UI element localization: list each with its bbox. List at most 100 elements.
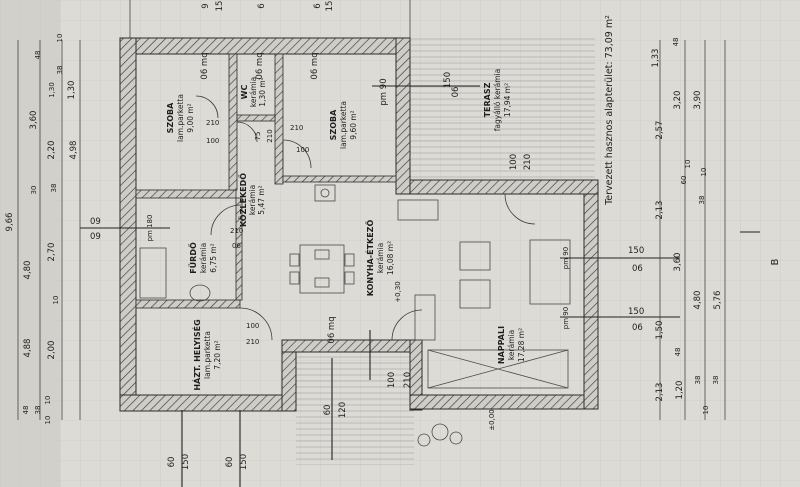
room-szoba-1: SZOBA lam.parketta 9,00 m² (166, 94, 195, 142)
opening-label: 06 mq (310, 52, 320, 79)
room-name: NAPPALI (497, 326, 506, 364)
dimension-value: 2,13 (655, 383, 665, 402)
opening-label: 210 (246, 338, 259, 346)
opening-label: pm 90 (562, 307, 570, 329)
dimension-value: 2,13 (655, 201, 665, 220)
dimension-value: 2,00 (47, 341, 57, 360)
opening-label: 06 (451, 87, 461, 98)
room-szoba-2: SZOBA lam.parketta 9,60 m² (329, 101, 358, 149)
opening-label: 100 (509, 154, 519, 170)
room-floor: kerámia (248, 185, 257, 215)
dimension-value: 4,98 (69, 141, 79, 160)
opening-label: 60 (225, 457, 235, 468)
opening-label: 100 (246, 322, 259, 330)
right-dimensions: 1,33 3,20 3,90 2,57 2,13 3,60 4,80 5,76 … (651, 38, 723, 415)
opening-label: 60 (167, 457, 177, 468)
room-terasz: TERASZ fagyálló kerámia 17,94 m² (483, 69, 512, 132)
opening-label: 150 (181, 454, 191, 470)
room-nappali: NAPPALI kerámia 17,28 m² (497, 326, 526, 364)
dimension-value: 4,80 (23, 261, 33, 280)
dimension-lines (17, 0, 726, 420)
opening-label: 100 (296, 146, 309, 154)
dimension-value: 5,76 (713, 291, 723, 310)
opening-label: pm 90 (379, 78, 389, 105)
dimension-value: 1,33 (651, 49, 661, 68)
opening-label: 210 (230, 227, 243, 235)
dimension-value: 48 (22, 406, 30, 415)
opening-label: 06 mq (255, 52, 265, 79)
opening-label: 150 (628, 246, 644, 256)
dimension-value: 38 (694, 376, 702, 385)
room-name: HÁZT. HELYISÉG (191, 319, 202, 390)
dimension-value: 3,60 (29, 111, 39, 130)
room-floor: fagyálló kerámia (493, 69, 502, 132)
opening-label: 09 (90, 217, 101, 227)
opening-label: 06 (232, 242, 241, 250)
dimension-value: 10 (684, 160, 692, 169)
dimension-value: 1,20 (675, 381, 685, 400)
dimension-value: 30 (30, 186, 38, 195)
room-area: 5,47 m² (257, 185, 266, 214)
opening-label: 210 (206, 119, 219, 127)
dimension-value: 3,90 (693, 91, 703, 110)
room-floor: lam.parketta (203, 331, 212, 379)
left-dimensions: 4,88 4,80 9,66 2,70 2,20 3,60 4,98 2,00 … (5, 34, 79, 425)
dimension-value: 15 (325, 1, 335, 12)
room-name: TERASZ (483, 82, 492, 117)
room-area: 7,20 m² (213, 340, 222, 369)
room-name: KÖZLEKEDŐ (238, 173, 248, 227)
room-labels: SZOBA lam.parketta 9,00 m² WC kerámia 1,… (166, 69, 526, 391)
exterior-walls (119, 37, 599, 412)
dimension-value: 2,57 (655, 121, 665, 140)
room-floor: lam.parketta (339, 101, 348, 149)
opening-label: 09 (90, 232, 101, 242)
section-mark: B (740, 231, 781, 265)
section-letter: B (770, 258, 781, 265)
opening-label: 210 (403, 372, 413, 388)
dimension-value: 15 (215, 1, 225, 12)
opening-label: 210 (290, 124, 303, 132)
dimension-value: 48 (674, 348, 682, 357)
dimension-value: 60 (680, 176, 688, 185)
room-name: SZOBA (329, 109, 338, 140)
opening-labels: 06 mq 06 mq 06 mq pm 90 150 06 100 210 2… (90, 52, 644, 470)
dimension-value: 10 (44, 416, 52, 425)
dimension-value: 10 (56, 34, 64, 43)
room-haztartasi: HÁZT. HELYISÉG lam.parketta 7,20 m² (191, 319, 222, 390)
opening-label: pm 90 (562, 247, 570, 269)
dimension-value: 10 (700, 168, 708, 177)
opening-label: 210 (523, 154, 533, 170)
opening-lines (80, 85, 680, 487)
room-area: 9,60 m² (349, 110, 358, 139)
dimension-value: 38 (712, 376, 720, 385)
room-floor: lam.parketta (176, 94, 185, 142)
level-mark: +0,30 (394, 281, 402, 302)
room-name: WC (240, 85, 249, 100)
opening-label: 100 (206, 137, 219, 145)
left-shadow (0, 0, 60, 487)
dimension-value: 2,70 (47, 243, 57, 262)
dimension-value: 9 (201, 3, 211, 8)
room-kozlekedo: KÖZLEKEDŐ kerámia 5,47 m² (238, 173, 266, 227)
opening-label: 150 (239, 454, 249, 470)
room-name: KONYHA-ÉTKEZŐ (364, 220, 375, 297)
dimension-value: 38 (698, 196, 706, 205)
opening-label: 60 (323, 405, 333, 416)
opening-label: 120 (338, 402, 348, 418)
room-wc: WC kerámia 1,30 m² (240, 77, 267, 107)
opening-label: 06 mq (200, 52, 210, 79)
dimension-value: 6 (313, 3, 323, 8)
dimension-value: 3,20 (673, 91, 683, 110)
room-area: 16,08 m² (386, 241, 395, 275)
dimension-value: 10 (44, 396, 52, 405)
furniture (139, 184, 571, 447)
dimension-value: 10 (702, 406, 710, 415)
terrace-decking (410, 38, 595, 180)
opening-label: 100 (387, 372, 397, 388)
level-mark: ±0,00 (488, 409, 496, 430)
room-furdo: FÜRDŐ kerámia 6,75 m² (188, 242, 218, 274)
opening-label: pm 180 (146, 215, 154, 242)
dimension-value: 9,66 (5, 213, 15, 232)
room-konyha-etkezo: KONYHA-ÉTKEZŐ kerámia 16,08 m² (364, 220, 395, 297)
room-area: 9,00 m² (186, 103, 195, 132)
